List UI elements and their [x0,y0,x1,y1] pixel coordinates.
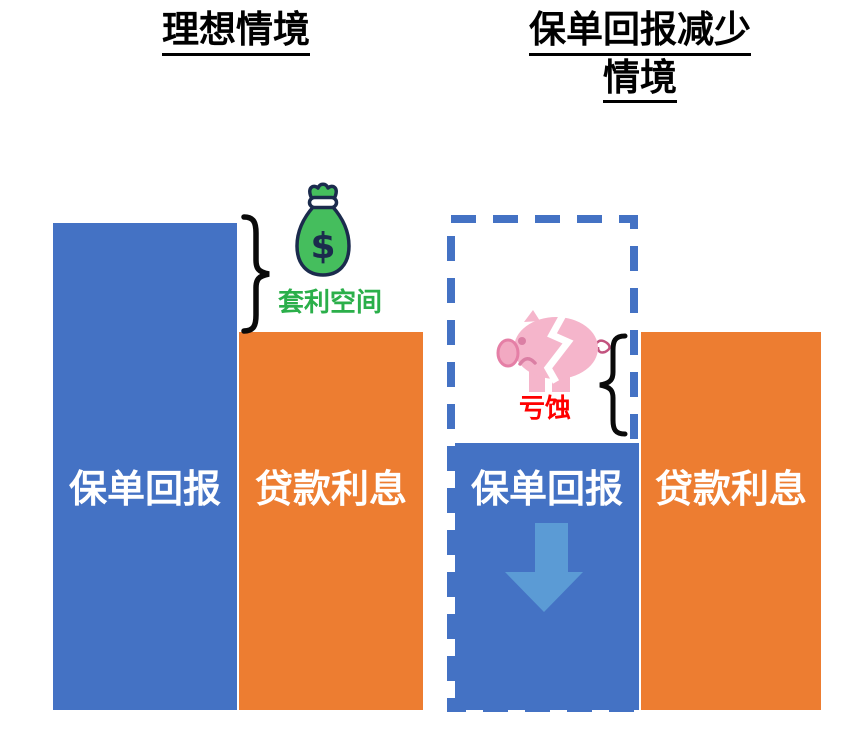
right-scenario-title-line1-wrap: 保单回报减少 [490,8,790,56]
left-loan-interest-label: 贷款利息 [254,467,407,511]
right-policy-return-label: 保单回报 [470,467,623,511]
right-loan-interest-label: 贷款利息 [654,467,807,511]
arbitrage-gap-label: 套利空间 [277,288,382,318]
left-scenario-title: 理想情境 [86,8,386,56]
right-scenario-title-line1: 保单回报减少 [529,8,751,56]
curly-brace-left-icon [599,333,628,437]
broken-piggy-bank-icon [496,310,611,392]
right-scenario-title-line2-wrap: 情境 [490,56,790,104]
left-policy-return-label: 保单回报 [68,467,221,511]
right-loan-interest-bar [641,332,821,710]
curly-brace-right-icon [241,214,270,334]
left-loan-interest-bar [239,332,423,710]
right-scenario-title: 保单回报减少 情境 [490,8,790,104]
left-scenario-title-text: 理想情境 [162,8,310,56]
svg-text:$: $ [310,226,335,267]
down-arrow-icon [505,523,583,612]
loss-label: 亏蚀 [518,394,571,424]
money-bag-icon: $ [295,182,351,277]
left-policy-return-bar [53,223,237,710]
right-scenario-title-line2: 情境 [603,56,677,104]
